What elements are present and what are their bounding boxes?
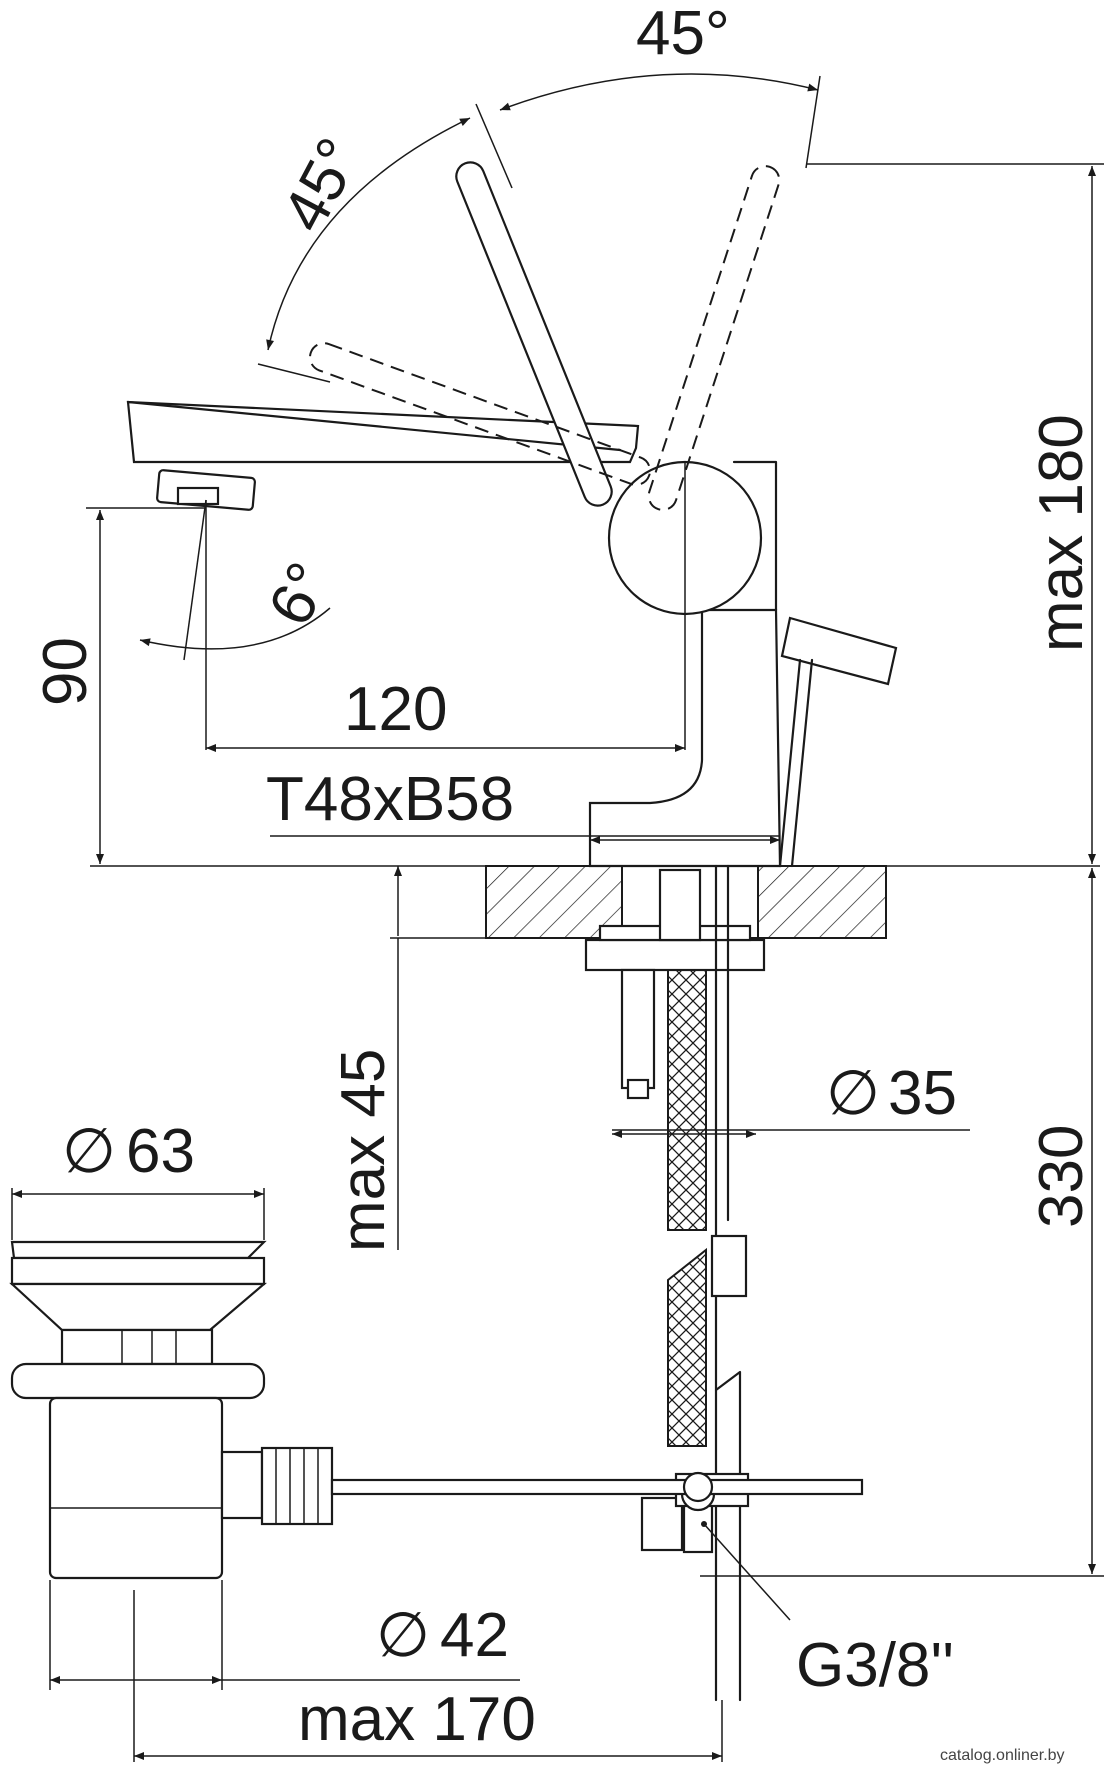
dimension-lines xyxy=(11,73,1104,1762)
spout xyxy=(126,400,640,464)
connection-label: G3/8'' xyxy=(796,1631,954,1700)
spout-reach-label: 120 xyxy=(344,675,447,744)
angle-left-label: 45° xyxy=(269,127,374,242)
overall-height-label: 330 xyxy=(1027,1125,1096,1228)
faucet-body xyxy=(126,161,898,868)
svg-text:∅: ∅ xyxy=(826,1059,880,1128)
pipe-diameter-label: ∅ 35 xyxy=(826,1059,957,1128)
svg-text:63: 63 xyxy=(126,1117,195,1186)
angle-top-label: 45° xyxy=(636,0,730,68)
undercounter-assembly xyxy=(584,864,766,1702)
svg-text:35: 35 xyxy=(888,1059,957,1128)
max-reach-label: max 170 xyxy=(298,1685,536,1754)
max-height-label: max 180 xyxy=(1027,414,1096,652)
drain-diameter-label: ∅ 42 xyxy=(376,1601,509,1670)
watermark: catalog.onliner.by xyxy=(940,1747,1065,1764)
height-outlet-label: 90 xyxy=(31,637,100,706)
svg-text:∅: ∅ xyxy=(376,1601,430,1670)
svg-text:∅: ∅ xyxy=(62,1117,116,1186)
svg-text:42: 42 xyxy=(440,1601,509,1670)
max-thickness-label: max 45 xyxy=(329,1049,398,1252)
angle-spout-label: 6° xyxy=(255,552,344,637)
drain-assembly xyxy=(9,1240,864,1580)
flange-diameter-label: ∅ 63 xyxy=(62,1117,195,1186)
base-size-label: T48xB58 xyxy=(266,765,514,834)
